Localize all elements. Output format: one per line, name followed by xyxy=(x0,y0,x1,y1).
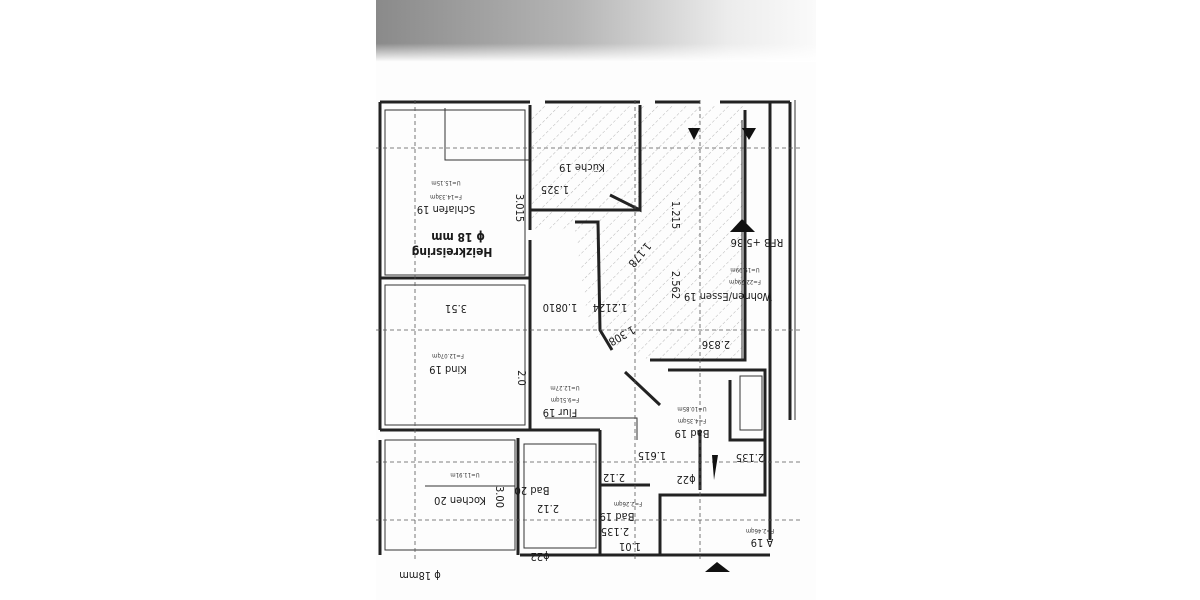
level-marker-icon xyxy=(730,219,755,232)
dimension: ϕ22 xyxy=(530,550,549,563)
walls xyxy=(376,100,800,560)
dimension: 2.12 xyxy=(603,471,625,484)
dimension: 2.562 xyxy=(669,271,682,299)
dimension: 3.00 xyxy=(493,486,506,508)
room-bad-right: Bad 19 xyxy=(675,427,710,440)
dimension: 1.2124 xyxy=(593,301,628,314)
dimension: 1.0810 xyxy=(543,301,578,314)
dimension: ϕ 18mm xyxy=(399,569,441,582)
dimension: 2.836 xyxy=(702,338,730,351)
room-flur-perimeter: U=12.27m xyxy=(550,384,579,391)
heating-ring-diameter: ϕ 18 mm xyxy=(431,230,485,244)
room-bad-right-perimeter: U=10.85m xyxy=(677,405,706,412)
dimension: 2.135 xyxy=(736,451,764,464)
room-flur-area: F=9.51qm xyxy=(551,396,579,403)
dimension: 3.51 xyxy=(445,302,467,315)
level-marker-icon xyxy=(705,562,730,572)
room-bad-right-area: F=4.35qm xyxy=(678,417,706,424)
room-a19: A 19 xyxy=(751,536,774,549)
room-schlafen-perimeter: U=15.15m xyxy=(431,179,460,186)
dimension: 2.0 xyxy=(515,370,528,386)
room-wohnen-area: F=22.79qm xyxy=(729,278,761,285)
dimension: 2.12 xyxy=(537,502,559,515)
dimension: 1.615 xyxy=(638,449,666,462)
dimension: 2.135 xyxy=(601,525,629,538)
room-kochen-perimeter: U=11.91m xyxy=(450,471,479,478)
dimension: 3.015 xyxy=(513,194,526,222)
dimension: 1.01 xyxy=(619,540,641,553)
heating-ring-label: Heizkreisring xyxy=(412,245,493,259)
hatched-living-area xyxy=(530,105,745,360)
room-bad-small-area: F=2.26qm xyxy=(614,500,642,507)
dimension: 1.325 xyxy=(541,183,569,196)
room-wohnen-perimeter: U=19.99m xyxy=(730,266,759,273)
room-bad-20: Bad 20 xyxy=(515,484,550,497)
room-wohnen-essen: Wohnen/Essen 19 xyxy=(684,290,772,303)
section-marker-icon xyxy=(712,455,718,480)
room-a19-area: F=2.46qm xyxy=(746,527,774,534)
section-marker-icon xyxy=(742,128,756,140)
room-kind: Kind 19 xyxy=(429,363,467,376)
room-kochen-20: Kochen 20 xyxy=(434,494,486,507)
dimension: 1.215 xyxy=(669,201,682,229)
room-kueche: Küche 19 xyxy=(559,161,605,174)
rfb-level: RFB +5,36 xyxy=(731,236,784,249)
scan-smudge-fade xyxy=(376,0,816,62)
section-marker-icon xyxy=(688,128,700,140)
room-schlafen: Schlafen 19 xyxy=(417,203,475,216)
room-schlafen-area: F=14.33qm xyxy=(430,193,462,200)
room-bad-small: Bad 19 xyxy=(600,510,635,523)
room-flur: Flur 19 xyxy=(543,406,578,419)
dimension: ϕ22 xyxy=(676,473,695,486)
room-kind-area: F=12.07qm xyxy=(432,352,464,359)
